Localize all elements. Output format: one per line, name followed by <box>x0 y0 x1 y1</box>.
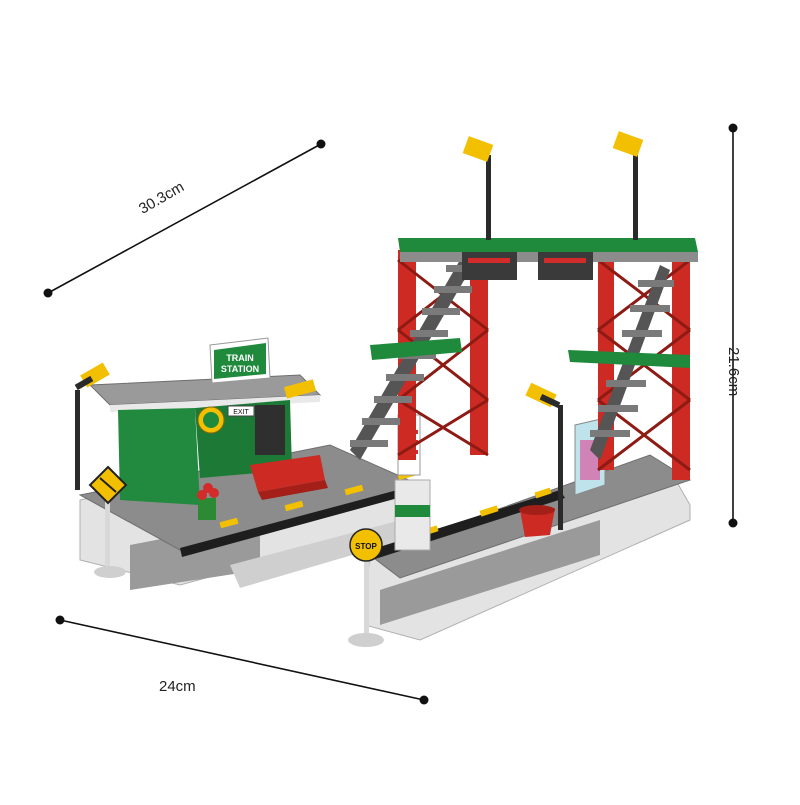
stop-sign-text: STOP <box>355 542 377 551</box>
width-dimension-label: 24cm <box>159 678 196 695</box>
stair-landings <box>370 338 690 368</box>
dimension-lines <box>43 123 738 705</box>
red-bench <box>250 455 328 500</box>
station-building: EXIT TRAIN STATION <box>88 337 322 505</box>
width-endpoint <box>55 615 65 625</box>
bridge-deck <box>398 238 698 280</box>
height-endpoint <box>728 123 738 133</box>
depth-endpoint <box>316 139 326 149</box>
red-bucket <box>519 505 555 537</box>
left-lamp-post <box>74 362 110 490</box>
height-endpoint <box>728 518 738 528</box>
platform-lamp-post <box>525 382 563 530</box>
flower-pot <box>197 483 219 520</box>
height-dimension-label: 21.6cm <box>725 347 742 397</box>
bridge-lamps <box>462 131 644 240</box>
crossing-sign <box>88 465 128 578</box>
depth-endpoint <box>43 288 53 298</box>
stop-sign: STOP <box>348 528 384 647</box>
station-sign-line2: STATION <box>221 364 259 374</box>
depth-line <box>47 143 322 294</box>
width-endpoint <box>419 695 429 705</box>
station-sign-line1: TRAIN <box>226 353 254 363</box>
width-line <box>59 619 425 701</box>
exit-sign-text: EXIT <box>233 409 249 416</box>
